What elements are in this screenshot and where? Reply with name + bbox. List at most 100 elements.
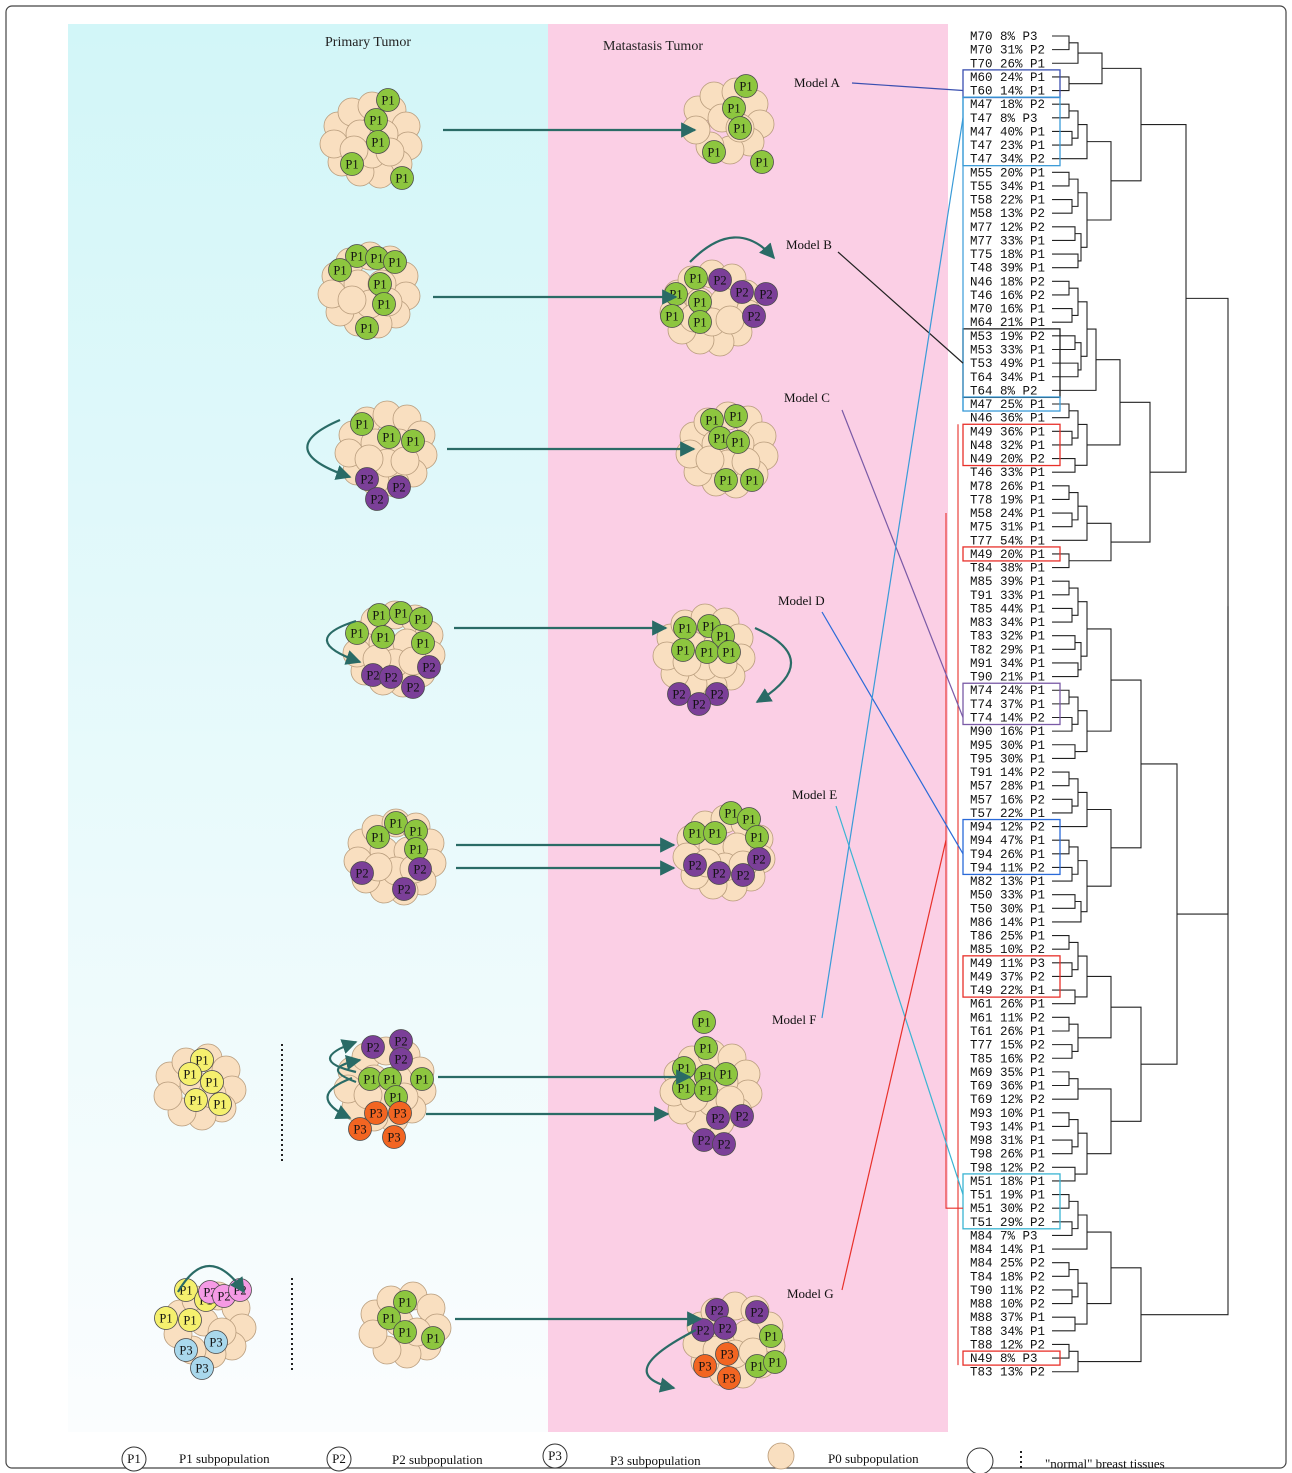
cell-label: P1 xyxy=(719,1068,732,1082)
connector-model-a xyxy=(851,82,964,92)
dendrogram-branch xyxy=(1052,35,1070,51)
cell-label: P2 xyxy=(747,310,760,324)
dendrogram-branch xyxy=(1052,171,1070,187)
cell-label: P1 xyxy=(678,622,691,636)
cell-p1 xyxy=(740,468,764,492)
dendrogram-branch xyxy=(1052,505,1088,541)
leaf-label: M53 19% P2 xyxy=(970,330,1045,344)
cell-label: P2 xyxy=(355,867,368,881)
cell-p1 xyxy=(717,640,741,664)
leaf-label: T48 39% P1 xyxy=(970,262,1045,276)
dendrogram-branch xyxy=(1052,1289,1073,1305)
cell-p1 xyxy=(726,430,750,454)
leaf-label: M88 37% P1 xyxy=(970,1311,1045,1325)
cell-label: P3 xyxy=(393,1107,406,1121)
connector-model-e xyxy=(835,805,964,1195)
cell-label: P1 xyxy=(745,474,758,488)
model-c-label: Model C xyxy=(784,390,830,405)
dendrogram-branch xyxy=(1052,580,1070,596)
cell-p1 xyxy=(178,1062,202,1086)
cell-label: P1 xyxy=(371,831,384,845)
cell-label: P1 xyxy=(373,278,386,292)
cell-p2 xyxy=(687,692,711,716)
dendrogram-branch xyxy=(1052,362,1079,378)
cell-label: P1 xyxy=(409,843,422,857)
leaf-label: T75 18% P1 xyxy=(970,248,1045,262)
cell-p1 xyxy=(714,1062,738,1086)
cell-label: P2 xyxy=(366,669,379,683)
model-g-label: Model G xyxy=(787,1286,834,1301)
cell-label: P1 xyxy=(414,613,427,627)
cell-p1 xyxy=(350,412,374,436)
cell-label: P2 xyxy=(711,1112,724,1126)
legend-p1-symbol xyxy=(121,1446,147,1472)
curve-b-metastasis xyxy=(689,236,776,263)
cell-label: P1 xyxy=(700,646,713,660)
cell-label: P2 xyxy=(692,698,705,712)
leaf-label: M60 24% P1 xyxy=(970,71,1045,85)
cell-p2 xyxy=(392,877,416,901)
dendrogram-branch xyxy=(1078,860,1088,913)
cell-p2 xyxy=(389,1047,413,1071)
dendrogram-branch xyxy=(1052,1214,1088,1250)
cell-label: P2 xyxy=(752,853,765,867)
cell-p1 xyxy=(377,1306,401,1330)
dendrogram-branch xyxy=(1052,124,1088,160)
dendrogram-branch xyxy=(1069,941,1079,971)
dendrogram-branch xyxy=(1111,679,1142,849)
leaf-label: T83 13% P2 xyxy=(970,1366,1045,1380)
legend-p3-label: P3 subpopulation xyxy=(610,1453,701,1468)
leaf-label: T90 11% P2 xyxy=(970,1284,1045,1298)
dendrogram-branch xyxy=(1052,308,1073,323)
box-model-g-1 xyxy=(962,423,1061,467)
legend-p0: P0 subpopulation xyxy=(767,1442,919,1470)
dendrogram-tree xyxy=(1052,35,1229,1373)
leaf-label: M77 12% P2 xyxy=(970,221,1045,235)
dendrogram-branch xyxy=(1111,401,1151,543)
cell-label: P1 xyxy=(750,1360,763,1374)
leaf-label: T64 34% P1 xyxy=(970,371,1045,385)
leaf-label: T77 15% P2 xyxy=(970,1039,1045,1053)
dendrogram-branch xyxy=(1069,1023,1079,1052)
leaf-label: M50 33% P1 xyxy=(970,889,1045,903)
cell-label: P1 xyxy=(697,1016,710,1030)
dendrogram-branch xyxy=(1087,359,1121,446)
leaf-label: M84 25% P2 xyxy=(970,1257,1045,1271)
dendrogram-branch xyxy=(1069,492,1079,521)
dendrogram-branch xyxy=(1177,297,1229,915)
dendrogram-branch xyxy=(1052,662,1079,678)
curve-d-metastasis xyxy=(754,626,793,703)
dendrogram-branch xyxy=(1078,192,1088,248)
cell-p1 xyxy=(734,74,758,98)
cell-label: P2 xyxy=(397,883,410,897)
cell-label: P2 xyxy=(366,1041,379,1055)
cell-p2 xyxy=(747,847,771,871)
cell-label: P1 xyxy=(183,1068,196,1082)
cell-p3 xyxy=(715,1342,739,1366)
legend-p1: P1 P1 subpopulation xyxy=(121,1446,270,1472)
dendrogram-branch xyxy=(1052,485,1070,500)
dendrogram-branch xyxy=(1078,1088,1112,1155)
primary-tumor-panel xyxy=(68,24,548,1432)
legend-p2-symbol-text: P2 xyxy=(332,1451,346,1466)
cell-label: P1 xyxy=(370,252,383,266)
dendrogram-branch xyxy=(1052,798,1073,814)
legend-p0-symbol xyxy=(767,1442,795,1470)
dendrogram-branch xyxy=(1052,900,1082,923)
dendrogram-branch xyxy=(1141,606,1229,1316)
cell-label: P1 xyxy=(388,256,401,270)
cell-p1 xyxy=(692,1010,716,1034)
cell-label: P2 xyxy=(697,1134,710,1148)
cell-label: P1 xyxy=(205,1076,218,1090)
cell-label: P1 xyxy=(693,296,706,310)
cell-label: P3 xyxy=(179,1344,192,1358)
leaf-label: M95 30% P1 xyxy=(970,739,1045,753)
cell-p2 xyxy=(350,861,374,885)
cell-p3 xyxy=(693,1354,717,1378)
cell-p1 xyxy=(694,1036,718,1060)
dendrogram-branch xyxy=(1078,301,1088,357)
leaf-label: T86 25% P1 xyxy=(970,930,1045,944)
leaf-label: M84 14% P1 xyxy=(970,1243,1045,1257)
